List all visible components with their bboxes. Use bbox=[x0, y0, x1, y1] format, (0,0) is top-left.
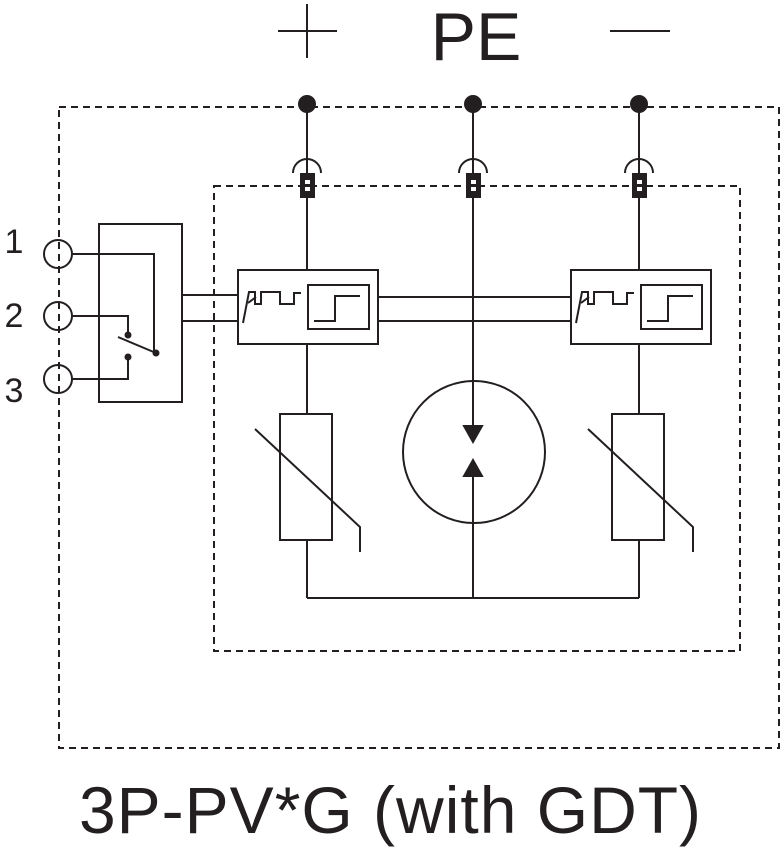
remote-signal-switch bbox=[43, 223, 183, 403]
model-caption: 3P-PV*G (with GDT) bbox=[78, 773, 703, 847]
contact-label-1: 1 bbox=[5, 223, 24, 261]
minus-label: — bbox=[0, 0, 1, 1]
outer-housing bbox=[58, 106, 780, 749]
thermal-disconnector-left bbox=[237, 269, 379, 345]
inner-module bbox=[213, 185, 741, 652]
contact-label-3: 3 bbox=[5, 372, 24, 410]
varistor-left bbox=[254, 413, 361, 552]
plus-symbol: + bbox=[278, 4, 337, 58]
terminal-pe bbox=[458, 95, 488, 198]
terminal-minus bbox=[624, 95, 654, 198]
pe-label: PE bbox=[431, 0, 522, 75]
contact-label-2: 2 bbox=[5, 297, 24, 335]
terminal-plus bbox=[292, 95, 322, 198]
minus-symbol: — bbox=[0, 0, 670, 32]
varistor-right bbox=[587, 413, 694, 552]
gas-discharge-tube bbox=[402, 380, 546, 598]
thermal-disconnector-right bbox=[570, 269, 712, 345]
